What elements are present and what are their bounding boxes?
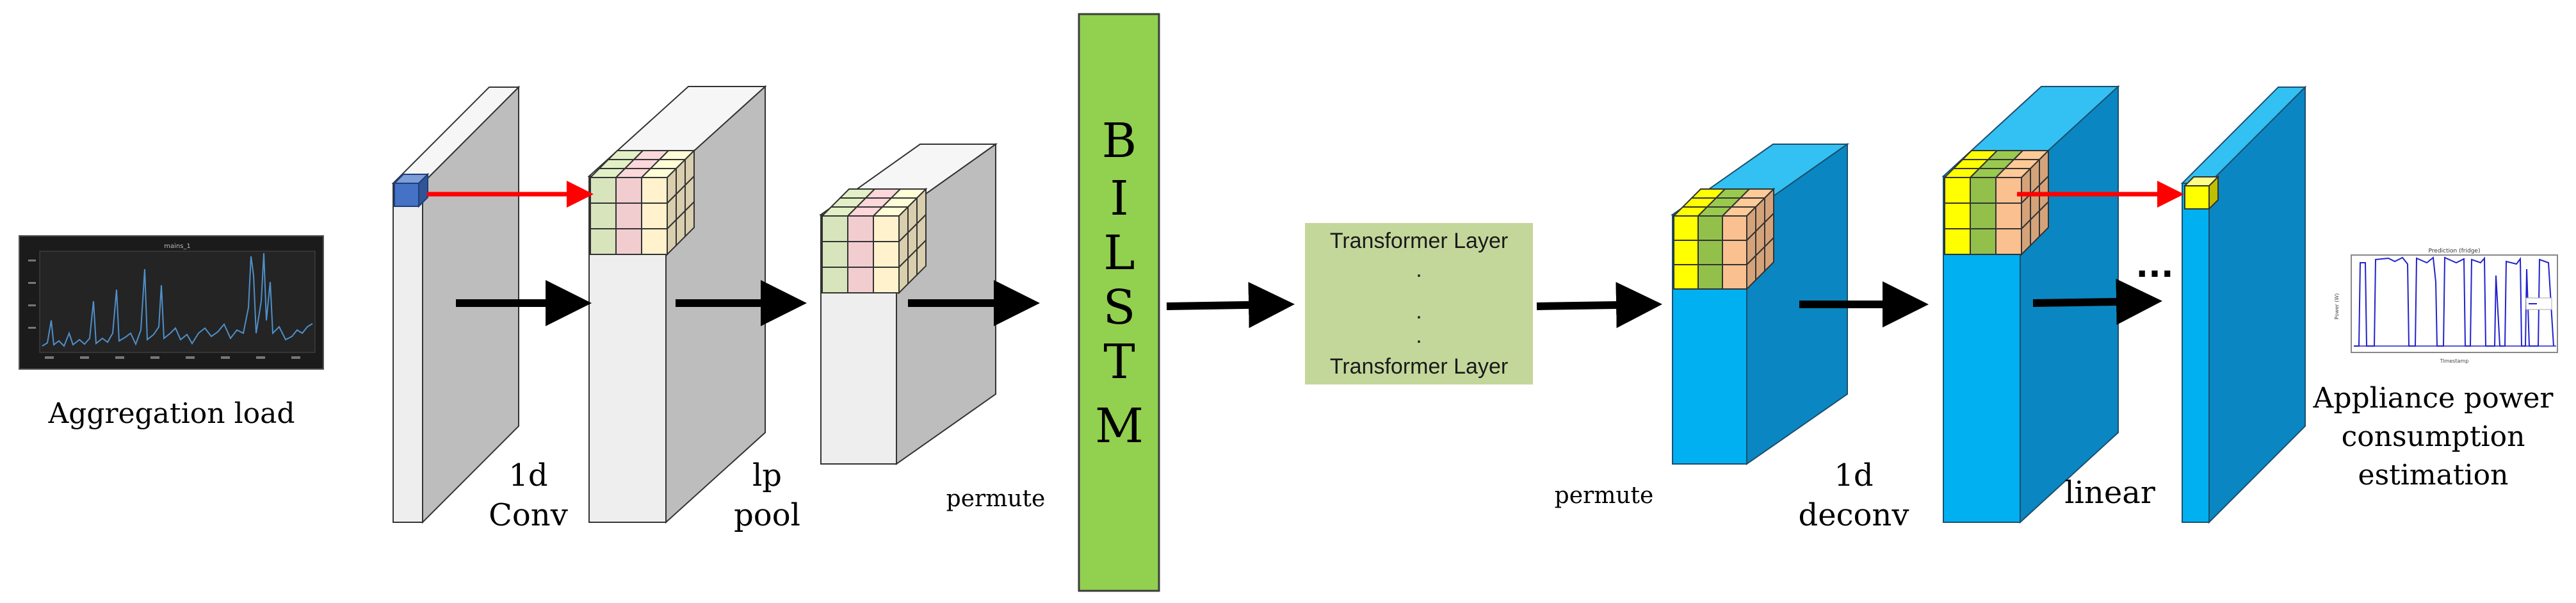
kernel-cell-front [1673, 215, 1699, 241]
kernel-cell-front [1697, 240, 1723, 265]
prediction-plot: Prediction (fridge) Timestamp Power (W) [2331, 248, 2566, 365]
transformer-block: Transformer Layer . . . Transformer Laye… [1305, 223, 1533, 384]
linear-output-feature-map [2180, 85, 2307, 524]
kernel-cell-side [2039, 200, 2049, 238]
kernel-cell-front [1995, 177, 2022, 204]
output-caption-line2: consumption [2342, 420, 2525, 453]
transformer-dot-3: . [1416, 324, 1422, 348]
permute-label-1: permute [946, 486, 1046, 512]
aggregation-load-plot: mains_1 [19, 235, 324, 370]
kernel-cell-front [1970, 177, 1997, 204]
kernel-cell-front [1995, 228, 2022, 255]
kernel-cell-front [1970, 202, 1997, 229]
output-caption-line3: estimation [2358, 459, 2509, 491]
kernel-cell-side [916, 238, 927, 277]
arrow-4 [1166, 281, 1295, 328]
prediction-legend [2525, 297, 2552, 310]
transformer-layer-top: Transformer Layer [1330, 229, 1508, 253]
conv-label-line2: Conv [489, 497, 568, 533]
bilstm-block: B I L S T M [1078, 13, 1160, 592]
conv-kernel-cells [588, 149, 696, 256]
kernel-cell-front [590, 177, 617, 204]
kernel-cell-front [847, 241, 874, 268]
kernel-cell-front [1697, 264, 1723, 290]
kernel-cell-front [615, 202, 642, 229]
arrow-5 [1536, 281, 1662, 328]
transformer-layer-bottom: Transformer Layer [1330, 354, 1508, 379]
arrow-7 [2032, 278, 2162, 325]
pool-label-line1: lp [752, 458, 782, 493]
kernel-cell-front [590, 202, 617, 229]
flow-arrows [456, 278, 2162, 328]
kernel-cell-front [641, 228, 668, 255]
kernel-cell-front [1944, 177, 1971, 204]
linear-label: linear [2064, 475, 2155, 511]
kernel-cell-front [1673, 264, 1699, 290]
kernel-cell-front [1944, 228, 1971, 255]
bilstm-letter-s: S [1103, 280, 1136, 335]
aggregation-plot-ticks [28, 260, 300, 359]
permute-label-2: permute [1555, 483, 1654, 509]
kernel-cell-front [1944, 202, 1971, 229]
deconv-kernel-cells [1943, 149, 2050, 256]
bilstm-letter-l: L [1103, 226, 1135, 281]
permute-feature-map [1670, 143, 1850, 465]
kernel-cell-front [822, 215, 848, 242]
prediction-plot-title: Prediction (fridge) [2429, 248, 2481, 254]
kernel-cell-front [615, 228, 642, 255]
kernel-cell-front [1722, 264, 1747, 290]
kernel-cell-front [847, 267, 874, 293]
conv-kernel-cube [393, 172, 430, 208]
bilstm-letter-b: B [1102, 113, 1137, 169]
pool-label-line2: pool [734, 497, 800, 533]
ellipsis: ... [2135, 247, 2173, 285]
aggregation-load-signal [42, 252, 313, 347]
kernel-cell-front [1722, 240, 1747, 265]
bilstm-letter-i: I [1110, 171, 1128, 226]
kernel-cell-side [685, 200, 695, 238]
transformer-dot-2: . [1416, 299, 1422, 324]
kernel-cell-front [873, 267, 900, 293]
prediction-ylabel: Power (W) [2334, 293, 2340, 320]
output-caption-line1: Appliance power [2313, 382, 2554, 415]
kernel-cell-front [847, 215, 874, 242]
linear-kernel-cube [2183, 175, 2220, 211]
aggregation-plot-title: mains_1 [164, 243, 191, 250]
kernel-cell-front [641, 177, 668, 204]
kernel-cell-front [873, 241, 900, 268]
deconv-label-line1: 1d [1834, 458, 1873, 493]
conv-label-line1: 1d [508, 458, 547, 493]
transformer-dot-1: . [1416, 258, 1422, 282]
permute-kernel-cells [1672, 187, 1776, 291]
kernel-cell-front [873, 215, 900, 242]
kernel-cell-front [1697, 215, 1723, 241]
bilstm-letter-t: T [1103, 335, 1135, 390]
prediction-xlabel: Timestamp [2440, 358, 2469, 364]
kernel-cell-front [1722, 215, 1747, 241]
bilstm-letter-m: M [1095, 399, 1144, 454]
deconv-label-line2: deconv [1799, 497, 1909, 533]
kernel-cell-front [615, 177, 642, 204]
kernel-cell-front [822, 241, 848, 268]
kernel-cell-side [1764, 236, 1774, 273]
kernel-cell-front [822, 267, 848, 293]
kernel-cell-front [1970, 228, 1997, 255]
kernel-cell-front [1995, 202, 2022, 229]
pool-output-feature-map [818, 143, 998, 465]
kernel-cell-front [590, 228, 617, 255]
aggregation-load-caption: Aggregation load [47, 397, 295, 430]
pool-kernel-cells [820, 187, 928, 295]
kernel-cell-front [641, 202, 668, 229]
kernel-cell-front [1673, 240, 1699, 265]
